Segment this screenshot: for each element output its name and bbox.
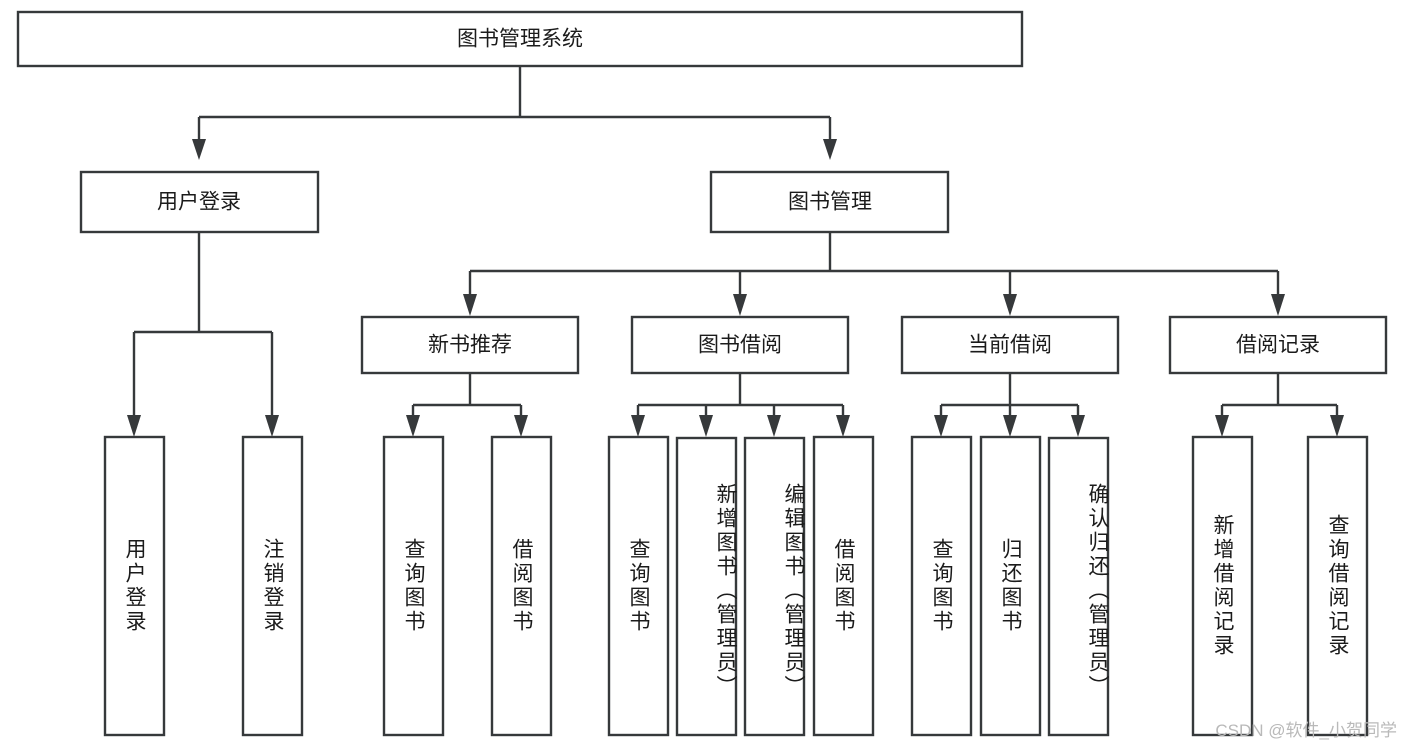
- node-leaf-confirm-return-admin-box[interactable]: [1047, 436, 1110, 737]
- arrow-cb-leaf-1-icon: [934, 415, 948, 437]
- node-book-borrow-box[interactable]: [630, 315, 850, 375]
- node-borrow-record-label: 借阅记录: [1236, 334, 1320, 357]
- arrow-bb-leaf-4-icon: [836, 415, 850, 437]
- node-leaf-borrow-book-2-box[interactable]: [812, 435, 875, 737]
- node-current-borrow-label: 当前借阅: [968, 334, 1052, 357]
- arrow-cb-leaf-2-icon: [1003, 415, 1017, 437]
- node-new-book-recommend-label: 新书推荐: [428, 334, 512, 357]
- arrow-nb-leaf-2-icon: [514, 415, 528, 437]
- node-user-login-label: 用户登录: [157, 191, 241, 214]
- arrow-bb-leaf-3-icon: [767, 415, 781, 437]
- node-leaf-add-borrow-record-box[interactable]: [1191, 435, 1254, 737]
- node-leaf-query-book-2-box[interactable]: [607, 435, 670, 737]
- node-leaf-query-borrow-record-box[interactable]: [1306, 435, 1369, 737]
- node-leaf-borrow-book-1-box[interactable]: [490, 435, 553, 737]
- arrow-root-to-user-login-icon: [192, 139, 206, 160]
- arrow-br-leaf-1-icon: [1215, 415, 1229, 437]
- arrow-bm-current-borrow-icon: [1003, 294, 1017, 316]
- arrow-bm-borrow-record-icon: [1271, 294, 1285, 316]
- node-new-book-recommend-box[interactable]: [360, 315, 580, 375]
- node-borrow-record-box[interactable]: [1168, 315, 1388, 375]
- node-root-box[interactable]: [16, 10, 1024, 68]
- node-leaf-query-book-1-box[interactable]: [382, 435, 445, 737]
- node-leaf-user-login-box[interactable]: [103, 435, 166, 737]
- node-book-borrow-label: 图书借阅: [698, 334, 782, 357]
- arrow-br-leaf-2-icon: [1330, 415, 1344, 437]
- arrow-bm-book-borrow-icon: [733, 294, 747, 316]
- arrow-bb-leaf-2-icon: [699, 415, 713, 437]
- node-book-management-label: 图书管理: [788, 191, 872, 214]
- node-book-management-box[interactable]: [709, 170, 950, 234]
- arrow-nb-leaf-1-icon: [406, 415, 420, 437]
- node-leaf-edit-book-admin-box[interactable]: [743, 436, 806, 737]
- node-leaf-query-book-3-box[interactable]: [910, 435, 973, 737]
- node-root-label: 图书管理系统: [457, 28, 583, 51]
- arrow-cb-leaf-3-icon: [1071, 415, 1085, 437]
- node-current-borrow-box[interactable]: [900, 315, 1120, 375]
- node-leaf-add-book-admin-box[interactable]: [675, 436, 738, 737]
- node-leaf-return-book-box[interactable]: [979, 435, 1042, 737]
- arrow-root-to-book-management-icon: [823, 139, 837, 160]
- arrow-user-login-leaf-2-icon: [265, 415, 279, 437]
- arrow-bm-new-book-icon: [463, 294, 477, 316]
- arrow-user-login-leaf-1-icon: [127, 415, 141, 437]
- node-leaf-logout-login-box[interactable]: [241, 435, 304, 737]
- arrow-bb-leaf-1-icon: [631, 415, 645, 437]
